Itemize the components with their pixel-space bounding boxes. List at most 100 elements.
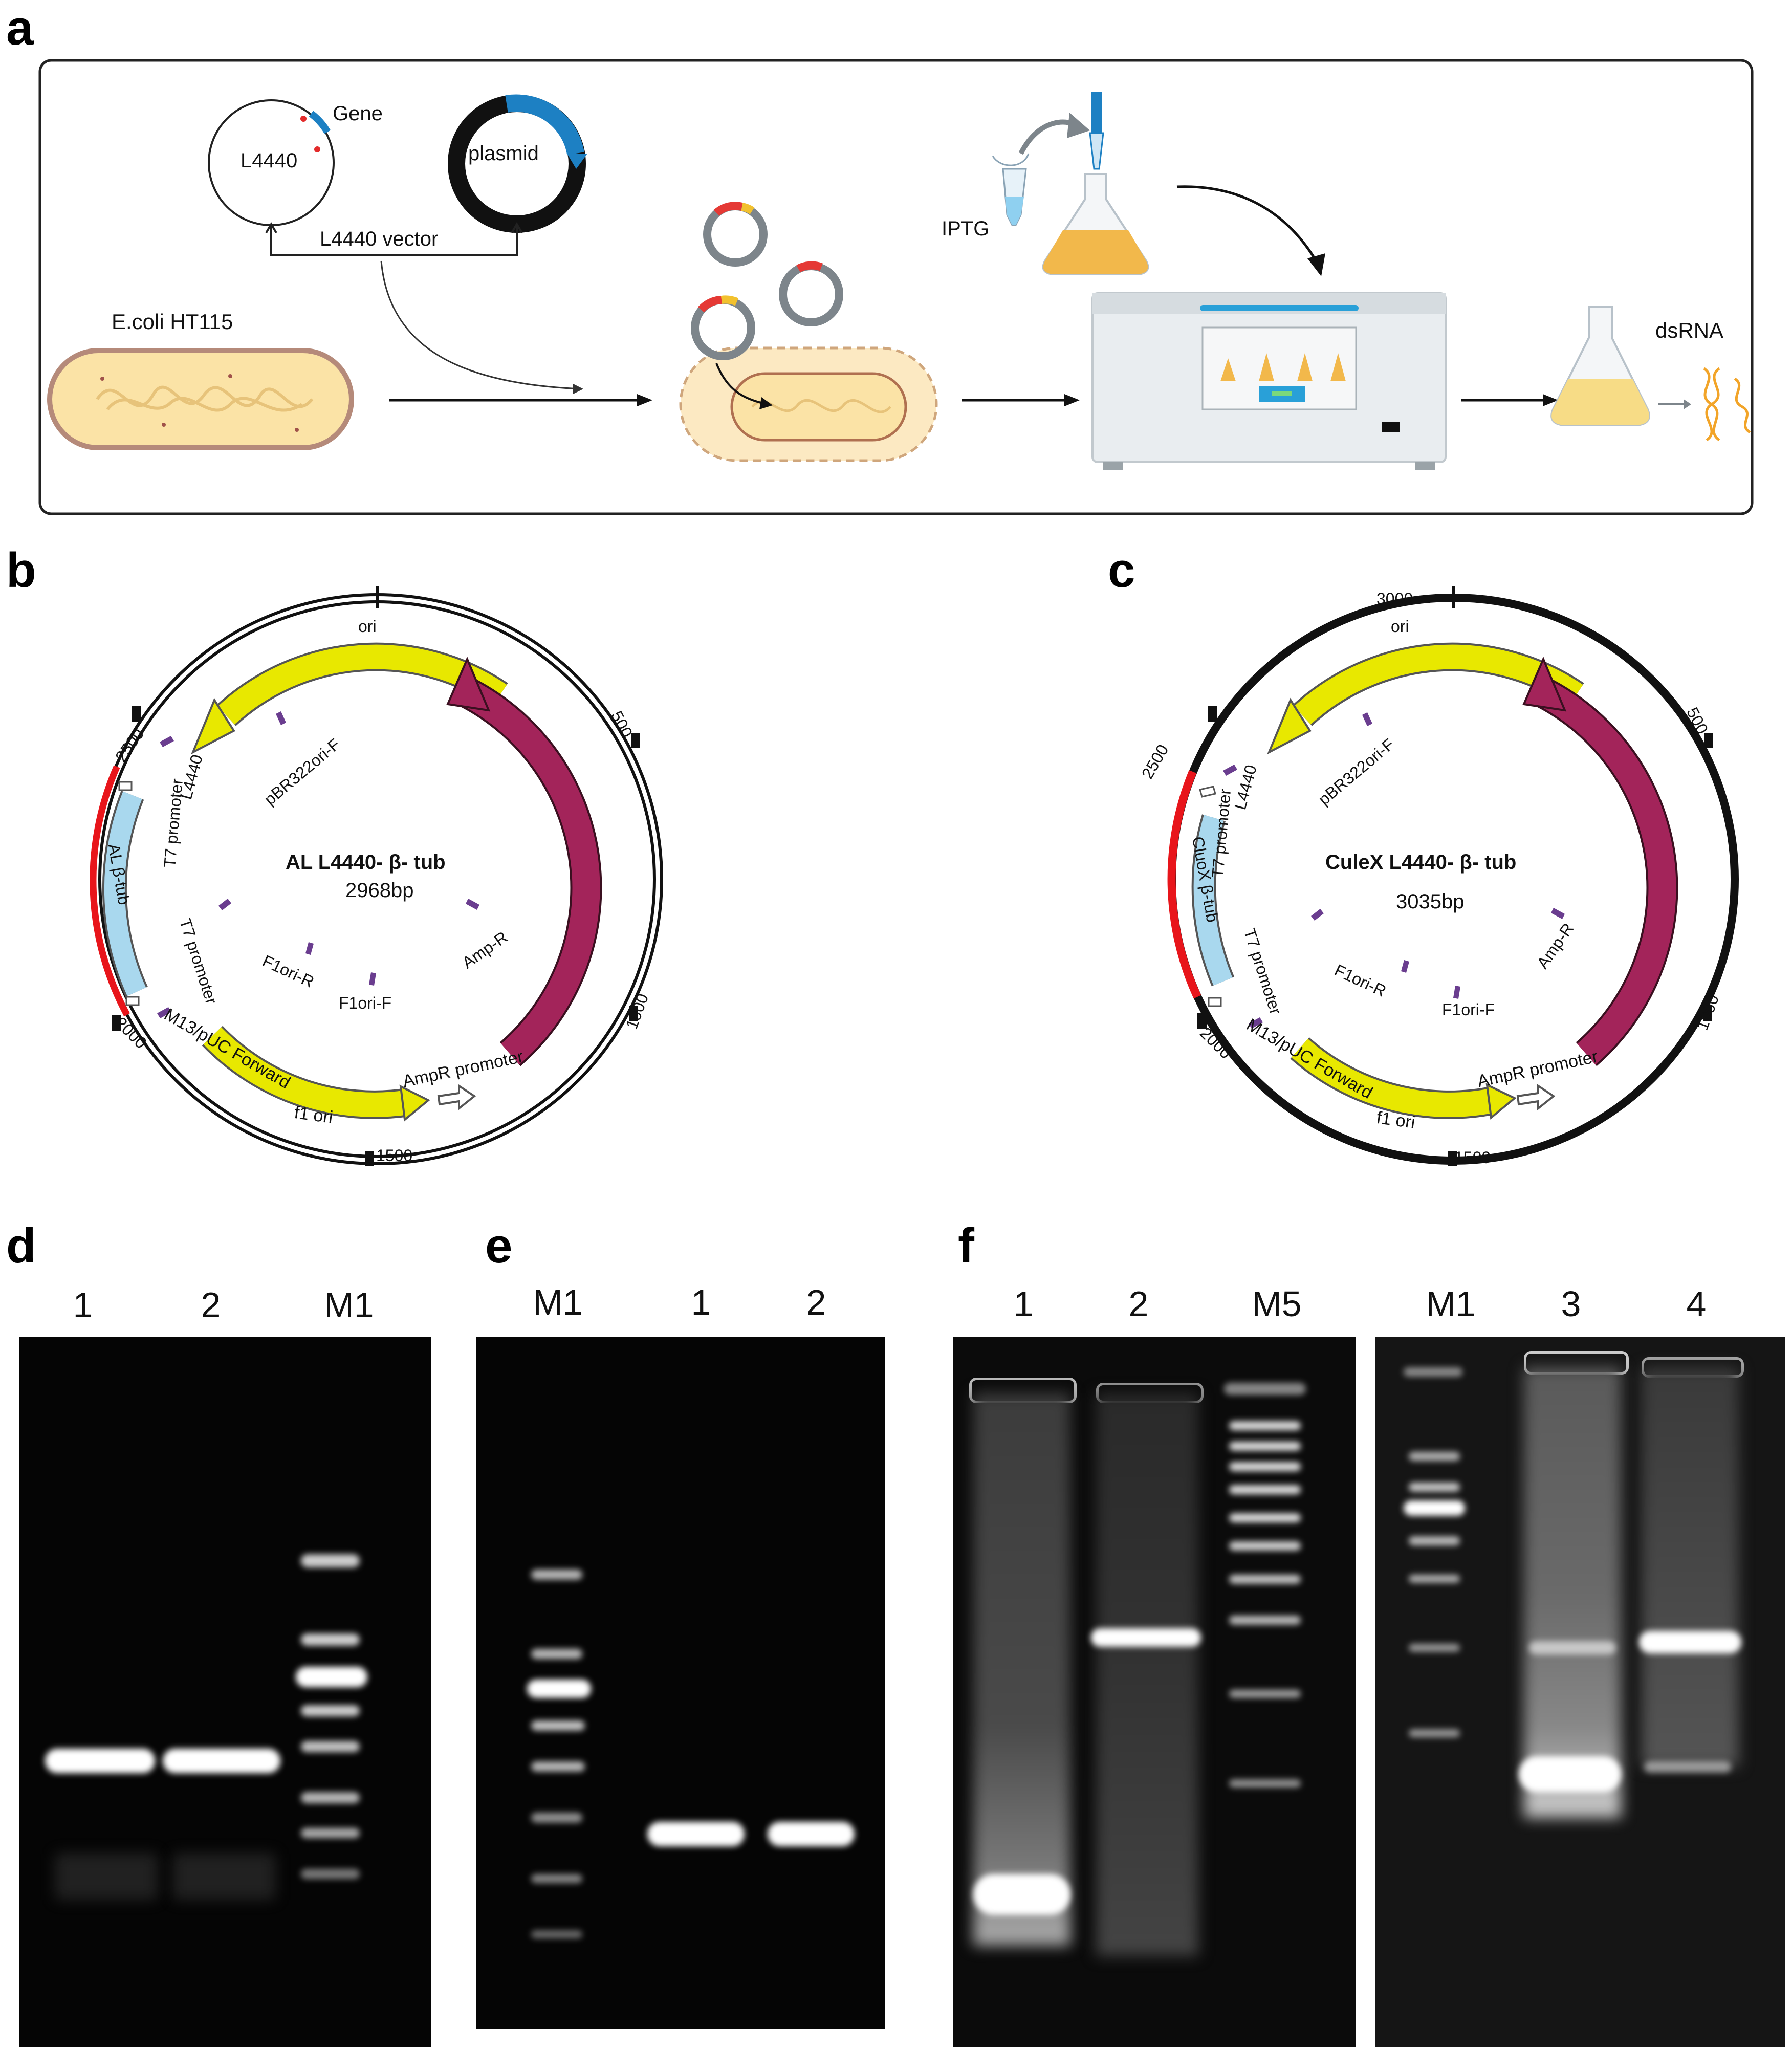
l4440-label: L4440	[241, 149, 298, 172]
gel-d-lane-1: 1	[73, 1285, 93, 1325]
ladder-band	[301, 1741, 360, 1752]
ladder-band	[527, 1680, 591, 1698]
t7-promoter-marker	[125, 996, 140, 1006]
panel-a-illustration	[38, 59, 1754, 515]
ladder-band	[1229, 1779, 1301, 1788]
ladder-band	[1409, 1575, 1460, 1583]
insert-feature	[1193, 815, 1233, 986]
gel-f-right	[1375, 1337, 1785, 2047]
ladder-band	[1229, 1485, 1301, 1494]
plasmid-map-b	[90, 586, 663, 1166]
gel-d-lane-m1: M1	[324, 1285, 374, 1325]
panel-label-a: a	[6, 1, 34, 55]
primer-m13	[1249, 1017, 1263, 1029]
ladder-band	[531, 1720, 585, 1731]
ori-label-c: ori	[1391, 617, 1409, 636]
ladder-band	[1404, 1367, 1462, 1377]
gel-e	[476, 1337, 885, 2029]
panel-label-b: b	[6, 543, 36, 598]
primer-ampr	[466, 899, 479, 910]
ladder-band	[531, 1570, 582, 1580]
ecoli-label: E.coli HT115	[112, 310, 233, 334]
gel-f-band	[1529, 1641, 1616, 1654]
ladder-band	[1409, 1483, 1460, 1492]
ladder-band	[531, 1761, 585, 1772]
t7-promoter-marker	[118, 781, 133, 791]
ecoli-dna	[96, 385, 314, 408]
panel-label-e: e	[485, 1218, 513, 1273]
plasmid-map-c	[1167, 586, 1739, 1166]
ampr-promoter-feature	[437, 1084, 476, 1111]
gel-d-band	[163, 1749, 280, 1773]
panel-label-d: d	[6, 1218, 36, 1273]
transformed-cell-inner	[730, 372, 907, 442]
gene-insert-arc	[309, 111, 331, 134]
ori-label-b: ori	[358, 617, 377, 636]
small-plasmid	[779, 262, 843, 326]
gel-f-lane-3: 3	[1561, 1284, 1581, 1324]
cut-site-dot	[300, 116, 307, 122]
ladder-band	[1229, 1421, 1301, 1430]
panel-label-f: f	[958, 1218, 974, 1273]
flask-to-incubator-arrow	[1176, 185, 1319, 265]
plasmid-c-title: CuleX L4440- β- tub	[1325, 851, 1517, 874]
primer-f1ori-r	[1311, 909, 1324, 921]
gel-e-lane-1: 1	[691, 1282, 711, 1322]
ladder-band	[531, 1930, 582, 1938]
tick-3000-c: 3000	[1376, 590, 1413, 608]
ladder-band	[1409, 1536, 1460, 1545]
f1ori-f-label-c: F1ori-F	[1442, 1000, 1495, 1019]
ladder-band	[1409, 1644, 1460, 1652]
gel-f-band	[1639, 1631, 1741, 1653]
plasmid-label: plasmid	[468, 142, 539, 165]
primer-m13	[157, 1007, 171, 1018]
tick-1500-b: 1500	[376, 1146, 413, 1165]
ladder-band	[301, 1633, 360, 1646]
primer-f1ori-r2	[305, 942, 314, 955]
gene-label: Gene	[333, 102, 383, 125]
plasmid-b-size: 2968bp	[345, 879, 414, 902]
ladder-band	[301, 1705, 360, 1716]
vector-bracket	[270, 225, 518, 256]
gel-f-band	[973, 1874, 1070, 1915]
gel-f-lane-4: 4	[1686, 1284, 1707, 1324]
cut-site-dot	[314, 146, 320, 152]
primer-pbr322	[276, 711, 286, 725]
gel-f-lane-1: 1	[1013, 1284, 1034, 1324]
ladder-band	[301, 1792, 360, 1803]
gel-f-band	[1519, 1756, 1621, 1792]
panel-a-frame	[38, 59, 1754, 515]
small-plasmid	[703, 202, 768, 267]
gel-e-lane-m1: M1	[533, 1282, 583, 1322]
ladder-band	[1224, 1383, 1306, 1395]
tick-1500-c: 1500	[1454, 1148, 1491, 1167]
primer-l4440	[160, 736, 174, 747]
gel-f-lane-m5: M5	[1252, 1284, 1302, 1324]
vector-to-cell-arrow	[380, 260, 581, 390]
primer-l4440	[1223, 765, 1237, 776]
plasmid-arrow-head	[567, 154, 587, 169]
plasmid-gene-arc	[505, 94, 584, 156]
ampr-promoter-feature	[1516, 1084, 1556, 1111]
ladder-band	[1229, 1541, 1301, 1551]
primer-f1ori-r2	[1401, 960, 1409, 973]
ladder-band	[1229, 1616, 1301, 1625]
insert-red-marker	[1167, 770, 1201, 999]
f1-ori-feature	[203, 1027, 410, 1117]
ladder-band	[1229, 1513, 1301, 1522]
ladder-band	[301, 1554, 360, 1567]
primer-f1ori-f	[1453, 986, 1460, 999]
ampr-feature	[457, 678, 600, 1065]
ladder-band	[1229, 1575, 1301, 1584]
t7-promoter-marker	[1199, 786, 1216, 798]
ladder-band	[1229, 1462, 1301, 1471]
iptg-label: IPTG	[942, 217, 990, 240]
primer-ampr	[1551, 908, 1565, 919]
t7-promoter-marker	[1208, 997, 1222, 1007]
ladder-band	[1409, 1452, 1460, 1461]
ladder-band	[1409, 1729, 1460, 1737]
f1-ori-feature	[1292, 1039, 1497, 1117]
plasmid-c-size: 3035bp	[1396, 890, 1465, 913]
ladder-band	[531, 1649, 582, 1659]
gel-e-band	[647, 1822, 745, 1846]
